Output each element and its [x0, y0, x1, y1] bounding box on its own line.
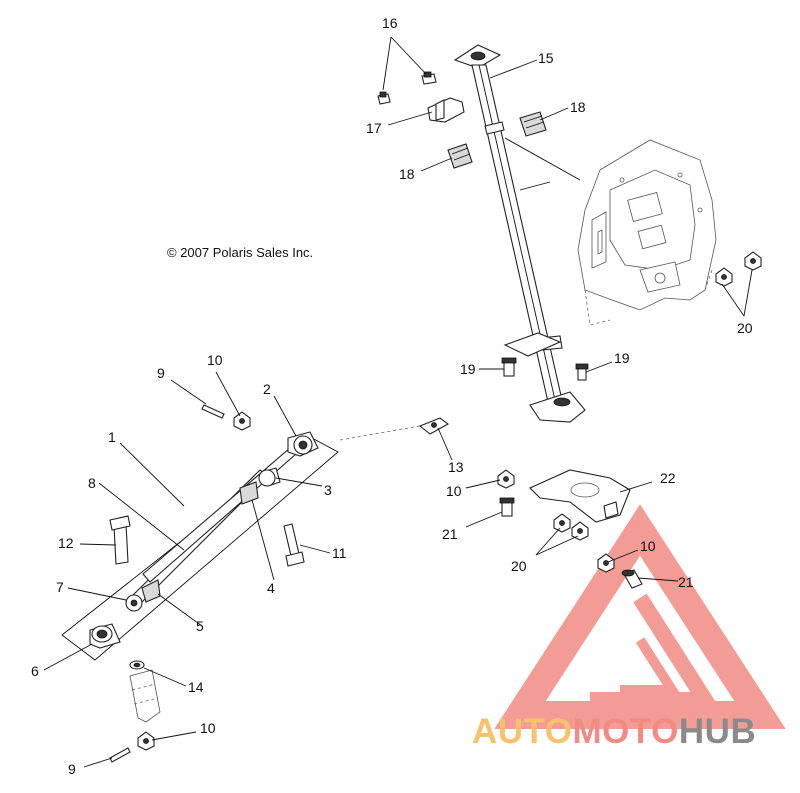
callout-15: 15 [538, 50, 554, 66]
bracket-22 [529, 469, 631, 523]
callout-18-left: 18 [399, 166, 415, 182]
boot-14 [129, 669, 161, 723]
callout-19-left: 19 [460, 361, 476, 377]
bushing-18-left [447, 143, 473, 169]
bolt-21-b [621, 569, 643, 589]
bolt-11 [283, 523, 305, 567]
callout-9-bottom: 9 [68, 761, 76, 777]
copyright-text: © 2007 Polaris Sales Inc. [167, 245, 313, 260]
callout-4: 4 [267, 580, 275, 596]
svg-text:AUTOMOTOHUB: AUTOMOTOHUB [472, 712, 756, 751]
nut-20-upper-a [715, 267, 733, 287]
callout-17: 17 [366, 120, 382, 136]
tie-rod-assembly [61, 425, 421, 661]
callout-20-upper: 20 [737, 320, 753, 336]
callout-6: 6 [31, 663, 39, 679]
callout-19-right: 19 [614, 350, 630, 366]
screw-16-right [421, 71, 437, 85]
callout-10-top: 10 [207, 352, 223, 368]
callout-18-right: 18 [570, 99, 586, 115]
callout-10-mid: 10 [446, 483, 462, 499]
callout-10-bottom: 10 [200, 720, 216, 736]
bolt-19-left [501, 357, 517, 377]
callout-14: 14 [188, 679, 204, 695]
watermark-moto: MOTO [573, 712, 679, 751]
callout-3: 3 [324, 482, 332, 498]
callout-7: 7 [56, 579, 64, 595]
callout-5: 5 [196, 618, 204, 634]
callout-8: 8 [88, 475, 96, 491]
washer-14 [129, 660, 145, 670]
callout-11: 11 [332, 545, 347, 561]
callouts: 16 15 18 17 18 19 19 20 10 9 2 1 13 8 10… [31, 15, 753, 777]
watermark-logo [494, 504, 786, 729]
nut-10-b [497, 469, 515, 489]
callout-10-right: 10 [640, 538, 656, 554]
steering-column [453, 44, 586, 423]
nut-10-a [233, 411, 251, 431]
watermark-hub: HUB [679, 712, 756, 751]
bolt-19-right [575, 363, 589, 381]
bushing-18-right [519, 111, 547, 137]
cotter-pin-9-upper [201, 404, 225, 419]
watermark-auto: AUTO [472, 712, 573, 751]
nut-10-c [597, 553, 615, 573]
leader-lines [43, 36, 753, 768]
callout-12: 12 [58, 535, 74, 551]
callout-21-right: 21 [678, 574, 694, 590]
callout-21-left: 21 [442, 526, 458, 542]
nut-20-lower-b [571, 521, 589, 541]
callout-22: 22 [660, 470, 676, 486]
bracket-17 [427, 97, 465, 123]
frame-bracket [577, 139, 717, 326]
callout-1: 1 [108, 429, 116, 445]
nut-20-lower-a [553, 513, 571, 533]
watermark-text: AUTOMOTOHUB [472, 712, 756, 751]
screw-16-left [377, 91, 391, 105]
callout-13: 13 [448, 459, 464, 475]
plate-13 [418, 417, 450, 435]
bolt-12 [109, 515, 131, 565]
cotter-pin-9-lower [109, 747, 131, 763]
callout-16: 16 [382, 15, 398, 31]
callout-9-top: 9 [157, 365, 165, 381]
nut-20-upper-b [744, 251, 762, 271]
bolt-21-a [499, 497, 515, 517]
nut-10-d [137, 731, 155, 751]
callout-20-lower: 20 [511, 558, 527, 574]
callout-2: 2 [263, 381, 271, 397]
